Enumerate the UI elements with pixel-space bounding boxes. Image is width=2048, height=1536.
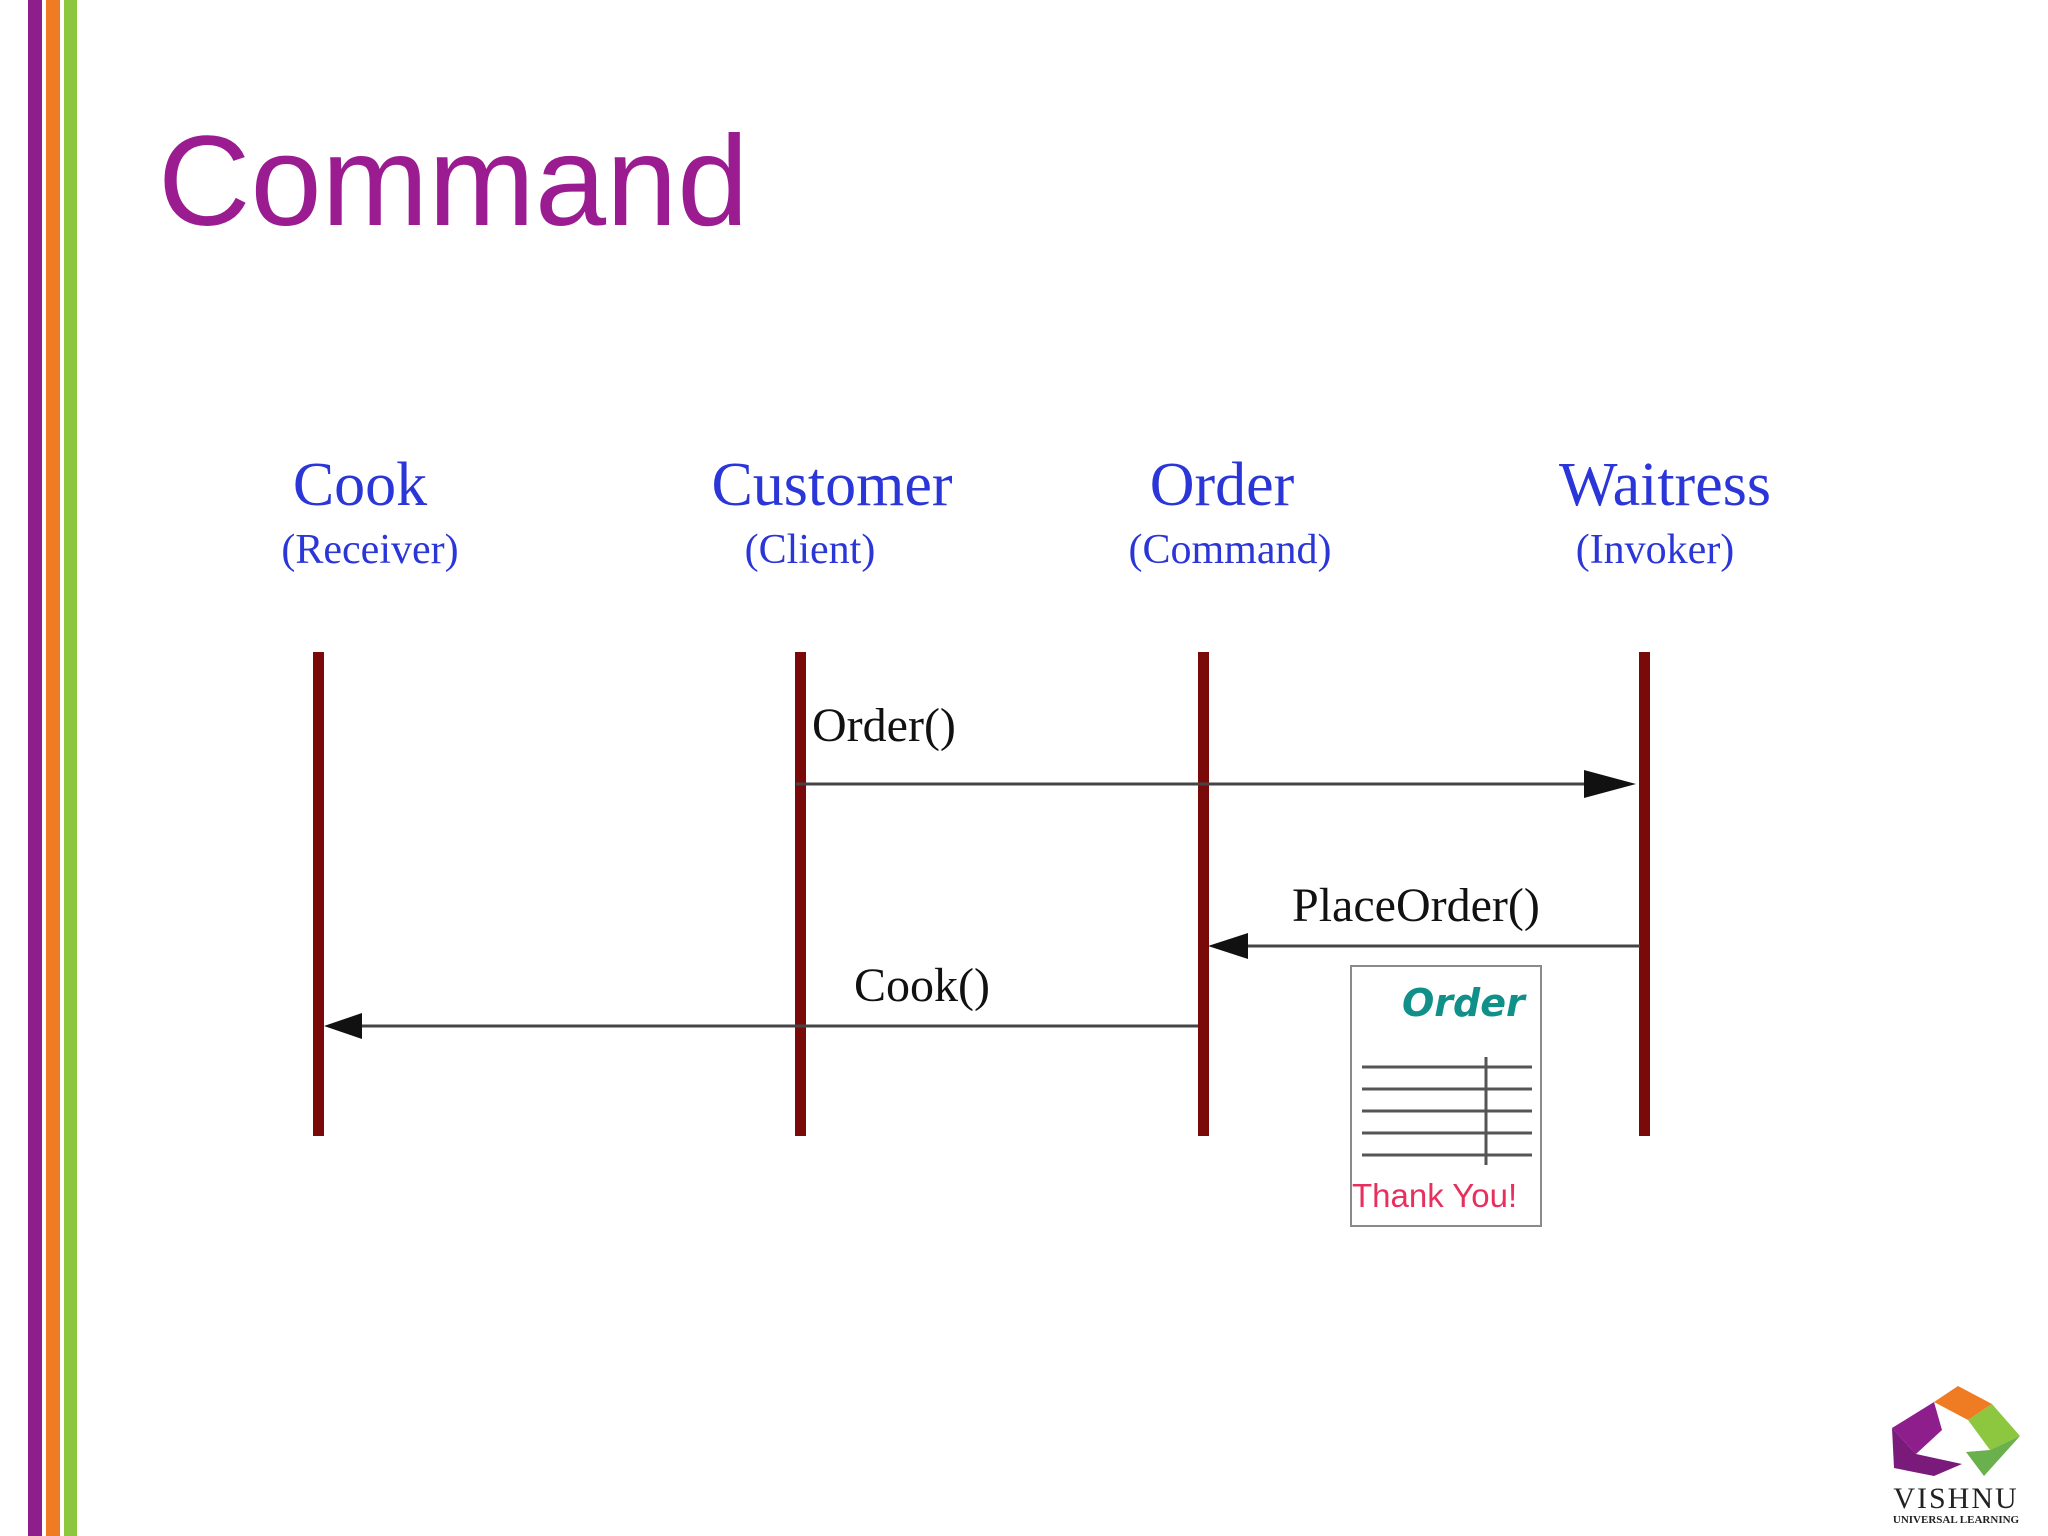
- actor-role: (Command): [1128, 527, 1332, 573]
- vishnu-logo: VISHNU UNIVERSAL LEARNING: [1872, 1384, 2040, 1532]
- lifeline-customer: [795, 652, 806, 1136]
- logo-mark-icon: [1892, 1386, 2020, 1476]
- message-label-cook: Cook(): [854, 959, 990, 1012]
- message-arrow-placeorder: [1208, 933, 1640, 959]
- actor-name: Waitress: [1559, 451, 1771, 519]
- order-ticket-footer: Thank You!: [1352, 1177, 1518, 1214]
- message-arrow-order: [796, 770, 1636, 798]
- actor-name: Order: [1149, 451, 1295, 519]
- message-label-placeorder: PlaceOrder(): [1292, 879, 1540, 932]
- logo-name: VISHNU: [1893, 1482, 2019, 1515]
- lifeline-waitress: [1639, 652, 1650, 1136]
- actor-role: (Client): [744, 527, 876, 573]
- actor-name: Customer: [711, 451, 953, 519]
- stripe-green: [64, 0, 77, 1536]
- actor-role: (Receiver): [281, 527, 459, 573]
- order-ticket-title: Order: [1402, 981, 1525, 1025]
- logo-tagline: UNIVERSAL LEARNING: [1892, 1514, 2020, 1526]
- lifeline-cook: [313, 652, 324, 1136]
- stripe-orange: [46, 0, 60, 1536]
- actor-name: Cook: [292, 451, 428, 519]
- actor-role: (Invoker): [1575, 527, 1735, 573]
- message-arrow-cook: [324, 1013, 1198, 1039]
- order-ticket-lines: [1362, 1057, 1532, 1165]
- order-ticket: Order Thank You!: [1350, 965, 1542, 1227]
- message-label-order: Order(): [812, 699, 956, 752]
- slide-title: Command: [158, 110, 749, 253]
- stripe-purple: [28, 0, 42, 1536]
- lifeline-order: [1198, 652, 1209, 1136]
